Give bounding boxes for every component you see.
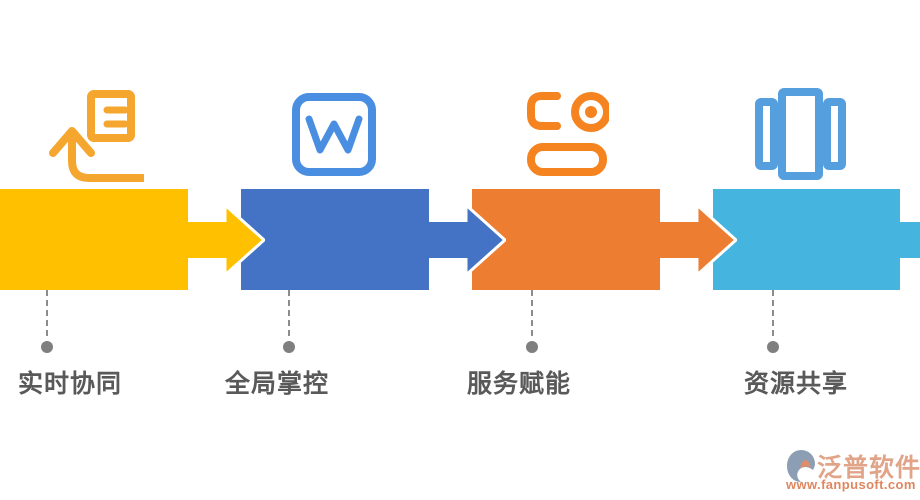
connector-dot-4 <box>767 341 779 353</box>
watermark-logo: 泛普软件 www.fanpusoft.com <box>786 448 920 494</box>
library-columns-icon <box>753 84 847 187</box>
connector-line-2 <box>288 290 290 336</box>
step-label-1: 实时协同 <box>18 370 123 398</box>
arrow-head <box>464 201 506 279</box>
connector-line-3 <box>531 290 533 336</box>
step-label-2: 全局掌控 <box>225 370 330 398</box>
connector-dot-2 <box>283 341 295 353</box>
arrow-right-icon-2 <box>421 201 506 279</box>
camera-icon <box>527 92 611 181</box>
step-block-4 <box>713 189 900 290</box>
arrow-right-icon-3 <box>652 201 737 279</box>
connector-dot-1 <box>41 341 53 353</box>
connector-line-4 <box>772 290 774 336</box>
fanpu-logo-icon <box>787 450 815 482</box>
step-label-4: 资源共享 <box>744 370 849 398</box>
step-label-3: 服务赋能 <box>467 370 572 398</box>
arrow-stem <box>180 222 228 258</box>
upload-document-icon <box>48 85 147 190</box>
connector-line-1 <box>46 290 48 336</box>
step-block-1 <box>0 189 188 290</box>
w-app-icon <box>292 93 376 181</box>
arrow-right-icon-1 <box>180 201 265 279</box>
arrow-head <box>695 201 737 279</box>
arrow-stem <box>652 222 700 258</box>
connector-dot-3 <box>526 341 538 353</box>
watermark-url-text: www.fanpusoft.com <box>786 477 916 492</box>
step-block-2 <box>241 189 429 290</box>
arrow-stem <box>421 222 469 258</box>
watermark-brand-text: 泛普软件 <box>817 454 920 482</box>
arrow-head <box>223 201 265 279</box>
step-block-4-stub <box>900 222 920 258</box>
